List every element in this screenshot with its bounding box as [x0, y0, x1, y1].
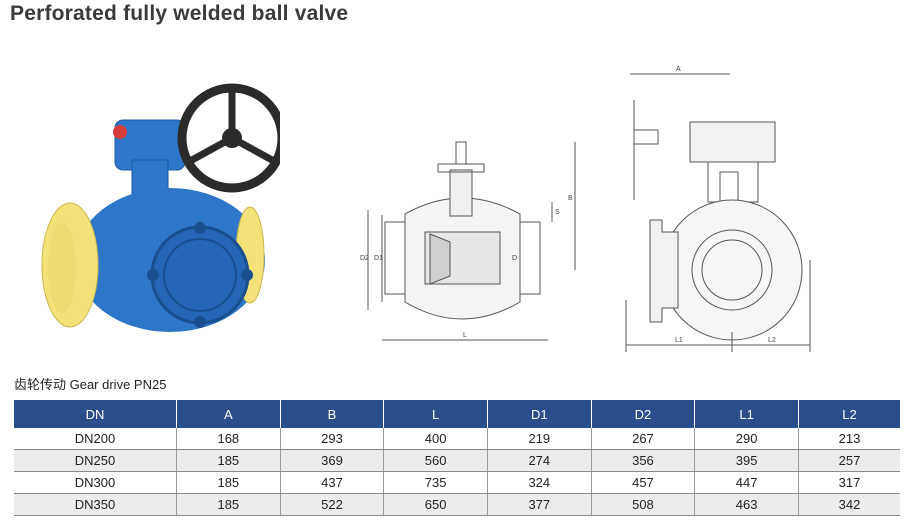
dim-label-d2: D2	[360, 255, 369, 262]
col-header-d1: D1	[487, 400, 592, 428]
table-cell: 267	[591, 428, 696, 450]
table-cell: 185	[176, 471, 281, 494]
table-cell: 508	[591, 493, 696, 516]
table-cell: DN350	[14, 493, 177, 516]
col-header-dn: DN	[14, 400, 177, 428]
table-cell: 560	[383, 449, 488, 472]
col-header-b: B	[280, 400, 385, 428]
table-caption: 齿轮传动 Gear drive PN25	[14, 377, 167, 392]
table-cell: 213	[798, 428, 900, 450]
table-cell: 293	[280, 428, 385, 450]
table-cell: 369	[280, 449, 385, 472]
table-cell: DN300	[14, 471, 177, 494]
table-cell: 317	[798, 471, 900, 494]
table-cell: 274	[487, 449, 592, 472]
table-row: DN250 185 369 560 274 356 395 257	[14, 449, 900, 472]
table-cell: 185	[176, 449, 281, 472]
table-cell: 522	[280, 493, 385, 516]
table-cell: 219	[487, 428, 592, 450]
dim-label-d: D	[512, 255, 517, 262]
dim-label-l2: L2	[768, 337, 776, 344]
table-cell: 457	[591, 471, 696, 494]
front-section-drawing: L D2 D1 D B S	[360, 141, 576, 341]
col-header-d2: D2	[591, 400, 696, 428]
col-header-l1: L1	[694, 400, 799, 428]
table-row: DN200 168 293 400 219 267 290 213	[14, 428, 900, 450]
spec-table: DN A B L D1 D2 L1 L2 DN200 168 293 400 2…	[14, 400, 900, 516]
table-cell: 395	[694, 449, 799, 472]
table-cell: DN250	[14, 449, 177, 472]
dim-label-a: A	[676, 66, 681, 73]
table-cell: 447	[694, 471, 799, 494]
dim-label-l: L	[463, 332, 467, 339]
dim-label-s: S	[555, 209, 560, 216]
dim-label-b: B	[568, 195, 573, 202]
table-cell: 168	[176, 428, 281, 450]
dim-label-l1: L1	[675, 337, 683, 344]
table-cell: 437	[280, 471, 385, 494]
valve-photo	[41, 83, 280, 332]
col-header-l: L	[383, 400, 488, 428]
table-cell: 377	[487, 493, 592, 516]
table-cell: 463	[694, 493, 799, 516]
table-row: DN350 185 522 650 377 508 463 342	[14, 493, 900, 516]
col-header-l2: L2	[798, 400, 900, 428]
table-cell: DN200	[14, 428, 177, 450]
table-cell: 324	[487, 471, 592, 494]
page-title: Perforated fully welded ball valve	[10, 2, 349, 25]
table-cell: 290	[694, 428, 799, 450]
table-row: DN300 185 437 735 324 457 447 317	[14, 471, 900, 494]
table-cell: 185	[176, 493, 281, 516]
table-cell: 356	[591, 449, 696, 472]
table-cell: 650	[383, 493, 488, 516]
table-cell: 735	[383, 471, 488, 494]
table-cell: 257	[798, 449, 900, 472]
side-elevation-drawing: A L1 L2	[625, 66, 811, 352]
table-cell: 400	[383, 428, 488, 450]
dim-label-d1: D1	[374, 255, 383, 262]
table-cell: 342	[798, 493, 900, 516]
col-header-a: A	[176, 400, 281, 428]
table-header-row: DN A B L D1 D2 L1 L2	[14, 400, 900, 428]
